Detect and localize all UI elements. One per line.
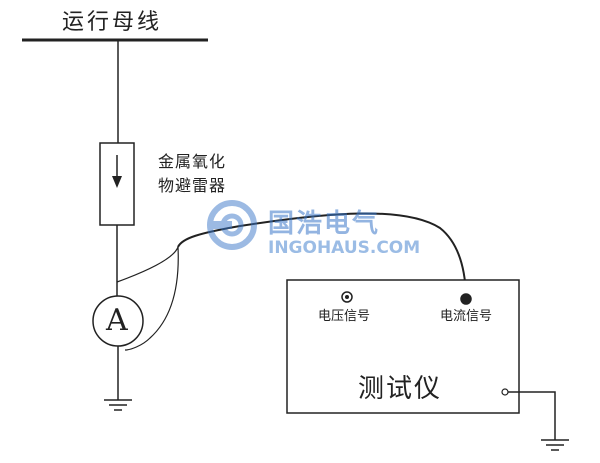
- tester-ground-terminal: [501, 388, 509, 396]
- signal-lead-wire: [177, 212, 467, 297]
- watermark-url: INGOHAUS.COM: [268, 238, 421, 258]
- watermark-logo-icon: [207, 200, 257, 250]
- voltage-signal-label: 电压信号: [318, 309, 371, 324]
- ground-symbol-right: [541, 439, 569, 451]
- arrester-label-line2: 物避雷器: [158, 176, 227, 195]
- ammeter-symbol: A: [106, 303, 128, 338]
- tester-box: [286, 279, 520, 414]
- bus-label: 运行母线: [62, 10, 163, 35]
- voltage-terminal-core: [345, 295, 349, 299]
- arrester-label-line1: 金属氧化: [158, 152, 227, 171]
- tester-ground-wire: [508, 391, 556, 440]
- ground-symbol-left: [104, 399, 132, 411]
- tester-label: 测试仪: [358, 374, 443, 404]
- watermark-brand: 国浩电气: [268, 209, 381, 239]
- arrester-arrow-head: [112, 176, 122, 188]
- current-signal-label: 电流信号: [440, 309, 493, 324]
- current-terminal: [460, 293, 472, 305]
- ammeter-bypass-wire: [116, 246, 179, 351]
